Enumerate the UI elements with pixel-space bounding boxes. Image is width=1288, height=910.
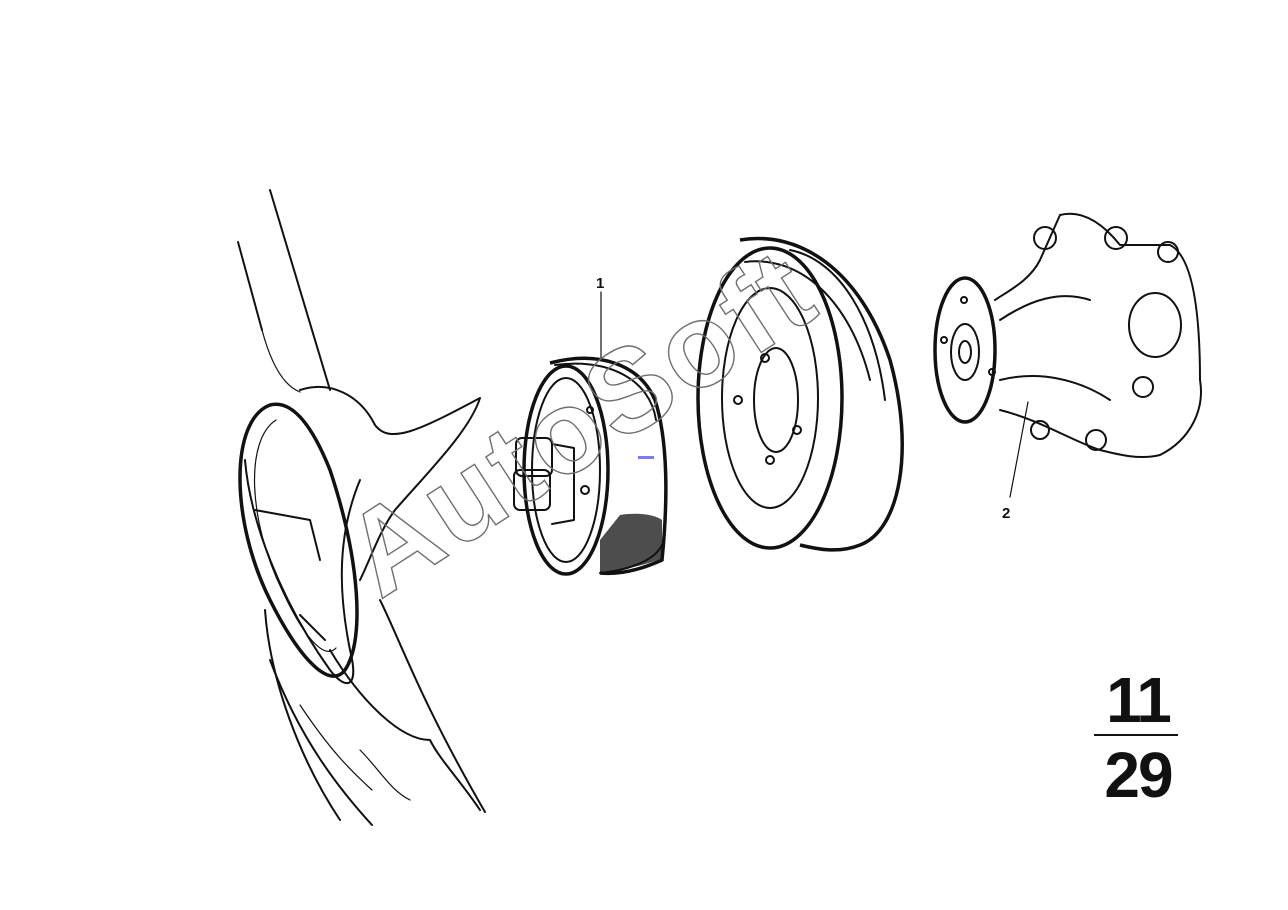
viscous-clutch xyxy=(513,356,668,576)
callout-1-label: 1 xyxy=(596,275,604,292)
pulley xyxy=(696,236,904,552)
page-code-group: 11 xyxy=(1106,664,1172,736)
fan-assembly xyxy=(237,189,486,826)
page-code-divider xyxy=(1094,734,1178,736)
watermark: AutoSoft xyxy=(322,222,838,621)
callout-leaders xyxy=(600,291,1029,498)
page-code-sheet: 29 xyxy=(1104,739,1173,811)
callout-2-label: 2 xyxy=(1002,505,1010,522)
water-pump xyxy=(933,212,1202,459)
accent-mark xyxy=(638,456,654,459)
